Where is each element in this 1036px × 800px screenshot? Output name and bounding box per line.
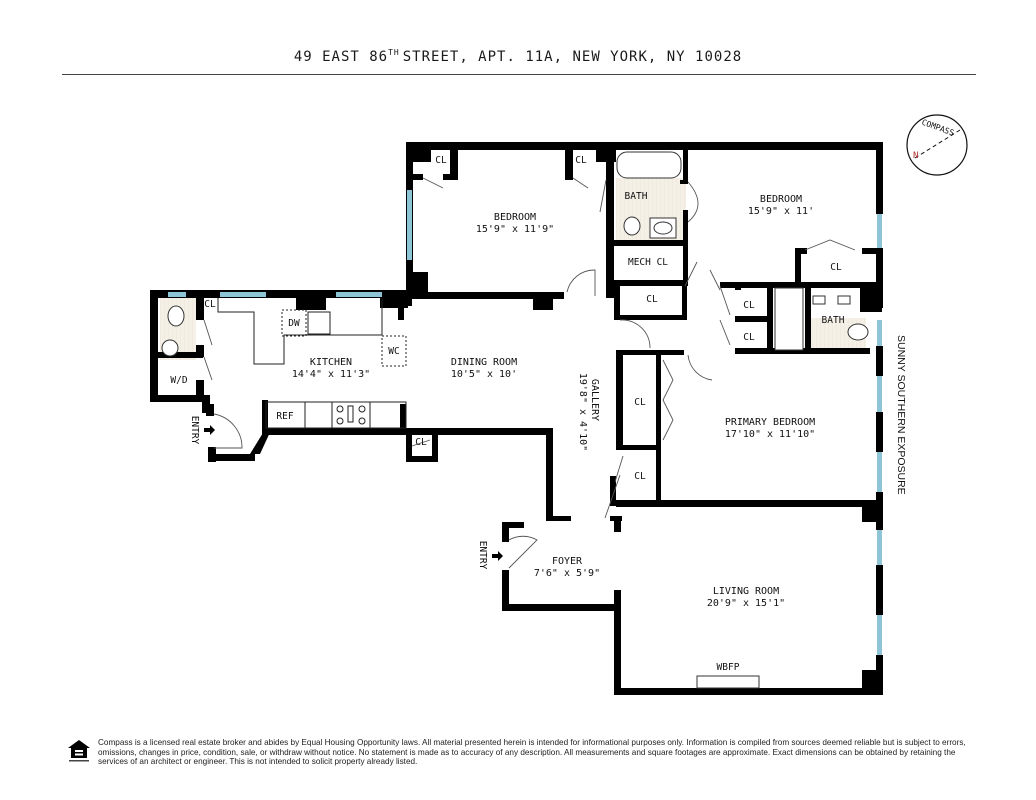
svg-text:MECH CL: MECH CL	[628, 257, 668, 268]
svg-text:CL: CL	[743, 300, 755, 311]
svg-text:CL: CL	[204, 299, 216, 310]
windows	[168, 190, 882, 655]
svg-text:REF: REF	[276, 411, 293, 422]
svg-text:W/D: W/D	[170, 375, 187, 386]
svg-text:BEDROOM: BEDROOM	[760, 194, 802, 205]
svg-text:15'9" x 11': 15'9" x 11'	[748, 206, 814, 217]
svg-text:COMPASS: COMPASS	[920, 118, 955, 138]
svg-text:WC: WC	[388, 346, 399, 357]
svg-text:DINING ROOM: DINING ROOM	[451, 357, 517, 368]
svg-text:N: N	[913, 151, 918, 161]
fixtures	[161, 151, 869, 689]
svg-text:10'5" x 10': 10'5" x 10'	[451, 369, 517, 380]
svg-text:SUNNY SOUTHERN EXPOSURE: SUNNY SOUTHERN EXPOSURE	[895, 335, 907, 495]
svg-text:ENTRY: ENTRY	[477, 541, 488, 570]
svg-text:DW: DW	[288, 318, 300, 329]
kitchen-counters	[217, 298, 407, 429]
svg-text:GALLERY: GALLERY	[589, 379, 600, 421]
svg-text:17'10" x 11'10": 17'10" x 11'10"	[725, 429, 815, 440]
svg-text:BATH: BATH	[625, 191, 648, 202]
entry-arrow-icon	[204, 425, 215, 435]
svg-text:KITCHEN: KITCHEN	[310, 357, 352, 368]
compass-icon: N COMPASS	[906, 114, 968, 176]
svg-text:CL: CL	[646, 294, 658, 305]
svg-text:CL: CL	[634, 471, 646, 482]
entry-arrow-icon	[492, 551, 503, 561]
svg-text:19'8" x 4'10": 19'8" x 4'10"	[577, 373, 588, 451]
svg-text:14'4" x 11'3": 14'4" x 11'3"	[292, 369, 370, 380]
svg-text:CL: CL	[634, 397, 646, 408]
svg-text:CL: CL	[575, 155, 587, 166]
svg-text:BATH: BATH	[822, 315, 845, 326]
svg-text:PRIMARY BEDROOM: PRIMARY BEDROOM	[725, 417, 815, 428]
svg-text:BEDROOM: BEDROOM	[494, 212, 536, 223]
svg-text:7'6" x 5'9": 7'6" x 5'9"	[534, 568, 600, 579]
svg-text:WBFP: WBFP	[717, 662, 740, 673]
svg-text:LIVING ROOM: LIVING ROOM	[713, 586, 779, 597]
svg-text:ENTRY: ENTRY	[189, 416, 200, 445]
exposure-label: SUNNY SOUTHERN EXPOSURE	[895, 335, 907, 495]
svg-text:CL: CL	[743, 332, 755, 343]
equal-housing-icon	[68, 740, 90, 762]
svg-text:CL: CL	[830, 262, 842, 273]
svg-text:15'9" x 11'9": 15'9" x 11'9"	[476, 224, 554, 235]
svg-text:FOYER: FOYER	[552, 556, 583, 567]
svg-text:CL: CL	[415, 437, 427, 448]
header-divider	[62, 74, 976, 75]
svg-text:20'9" x 15'1": 20'9" x 15'1"	[707, 598, 785, 609]
door-swings	[203, 177, 856, 569]
svg-text:CL: CL	[435, 155, 447, 166]
legal-disclaimer: Compass is a licensed real estate broker…	[98, 738, 966, 767]
